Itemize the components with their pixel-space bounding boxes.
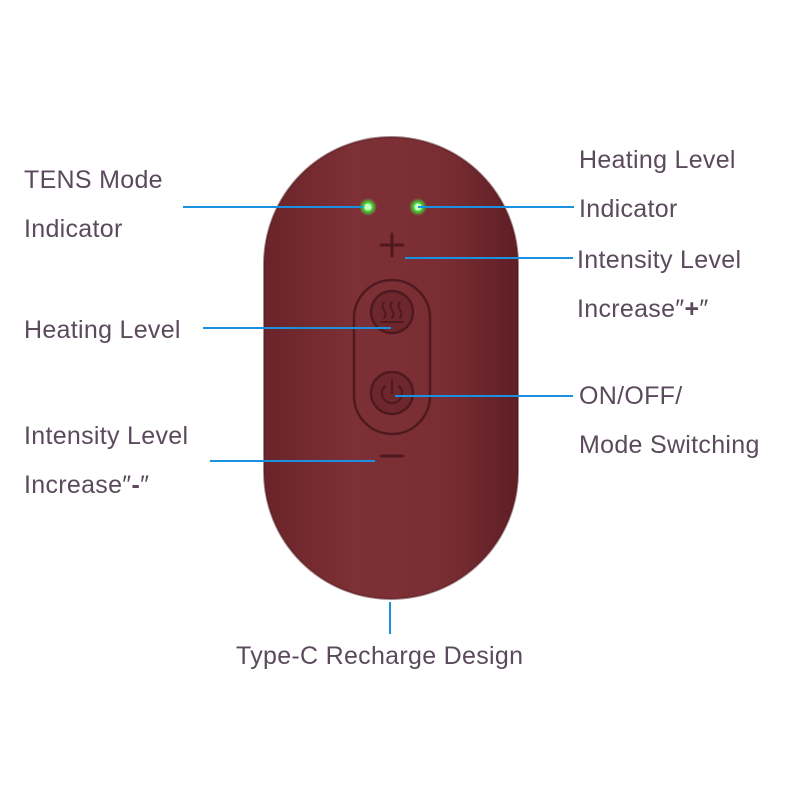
heat-button[interactable] [369,289,415,335]
label-line: Heating Level [579,146,736,174]
label-line: TENS Mode [24,166,163,194]
label-line: Mode Switching [579,431,760,459]
label-line: Increase″+″ [577,285,741,334]
device-shadow [263,136,519,600]
plus-symbol: + [684,295,700,323]
label-line: Indicator [579,195,678,223]
leader-heating-indicator [418,206,574,208]
tens-mode-led-core [364,203,372,211]
label-intensity-minus: Intensity Level Increase″-″ [24,412,188,510]
label-type-c: Type-C Recharge Design [236,632,523,681]
label-text: Increase″ [24,471,132,499]
label-text: Increase″ [577,295,685,323]
label-close-quote: ″ [699,295,709,323]
label-line: Type-C Recharge Design [236,642,524,670]
button-panel [352,278,432,436]
label-heating-indicator: Heating Level Indicator [579,136,736,234]
plus-icon[interactable] [379,232,405,258]
leader-intensity-minus [210,460,375,462]
power-button[interactable] [369,370,415,416]
label-line: Indicator [24,215,123,243]
label-close-quote: ″ [140,471,150,499]
minus-symbol: - [131,471,141,499]
leader-heating-level [203,327,391,329]
label-line: ON/OFF/ [579,382,683,410]
label-line: Intensity Level [24,422,189,450]
leader-intensity-plus [405,257,573,259]
label-intensity-plus: Intensity Level Increase″+″ [577,236,741,334]
leader-type-c [389,602,391,634]
heat-waves-icon [380,301,404,323]
label-tens-mode: TENS Mode Indicator [24,156,163,254]
label-on-off: ON/OFF/ Mode Switching [579,372,760,470]
device-body [264,137,518,599]
label-heating-level: Heating Level [24,306,181,355]
label-line: Heating Level [24,316,181,344]
power-icon [380,378,404,405]
label-line: Increase″-″ [24,461,188,510]
leader-tens-mode [183,206,363,208]
leader-on-off [395,395,573,397]
label-line: Intensity Level [577,246,742,274]
